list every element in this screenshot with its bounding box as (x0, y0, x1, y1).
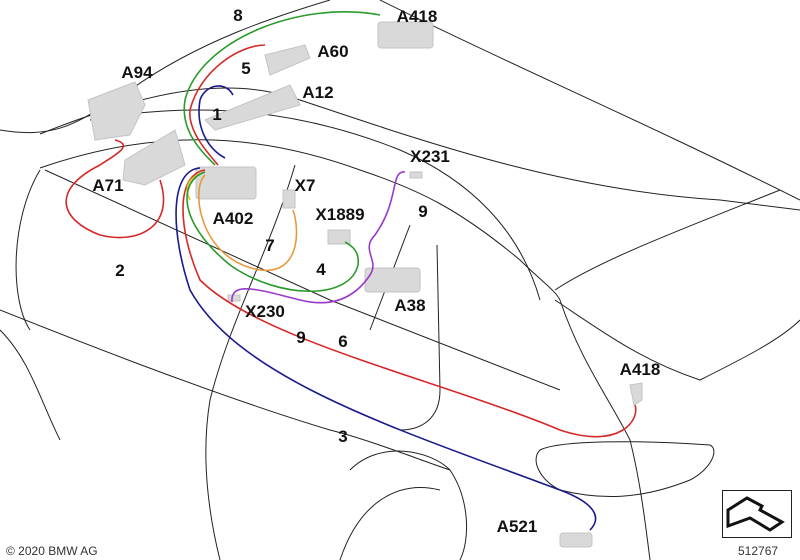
callout-5: 5 (241, 59, 251, 78)
callout-2: 2 (115, 261, 125, 280)
part-x1889 (327, 229, 351, 245)
label-a12: A12 (302, 83, 334, 102)
part-a418-rear (629, 382, 643, 406)
label-x1889: X1889 (315, 205, 365, 224)
callout-8: 8 (233, 6, 243, 25)
label-a94: A94 (121, 63, 153, 82)
callout-4: 4 (316, 260, 326, 279)
part-a418-box (377, 21, 434, 49)
callout-1: 1 (212, 105, 222, 124)
label-a60: A60 (317, 42, 349, 61)
part-a71-cluster (122, 129, 186, 186)
label-a418-top: A418 (396, 7, 438, 26)
label-x230: X230 (245, 302, 285, 321)
callout-3: 3 (338, 427, 348, 446)
callout-9-bottom: 9 (296, 328, 306, 347)
part-a402 (195, 166, 257, 200)
part-a94 (87, 81, 146, 141)
callout-7: 7 (265, 236, 275, 255)
part-x7 (282, 189, 296, 209)
label-a521: A521 (496, 517, 538, 536)
label-a71: A71 (92, 176, 124, 195)
part-a38 (364, 267, 421, 293)
direction-arrow-icon (722, 490, 792, 538)
part-a60-mirror (264, 44, 311, 76)
copyright: © 2020 BMW AG (6, 544, 98, 558)
part-x231 (409, 171, 423, 179)
diagram-number: 512767 (738, 544, 779, 558)
callout-9-top: 9 (418, 202, 428, 221)
part-a521 (559, 532, 593, 548)
label-a38: A38 (394, 296, 426, 315)
part-a12 (204, 84, 301, 131)
part-x230 (227, 294, 241, 302)
label-a402: A402 (212, 209, 254, 228)
label-a418-rear: A418 (619, 360, 661, 379)
callout-6: 6 (338, 332, 348, 351)
label-x7: X7 (294, 176, 316, 195)
label-x231: X231 (410, 147, 450, 166)
